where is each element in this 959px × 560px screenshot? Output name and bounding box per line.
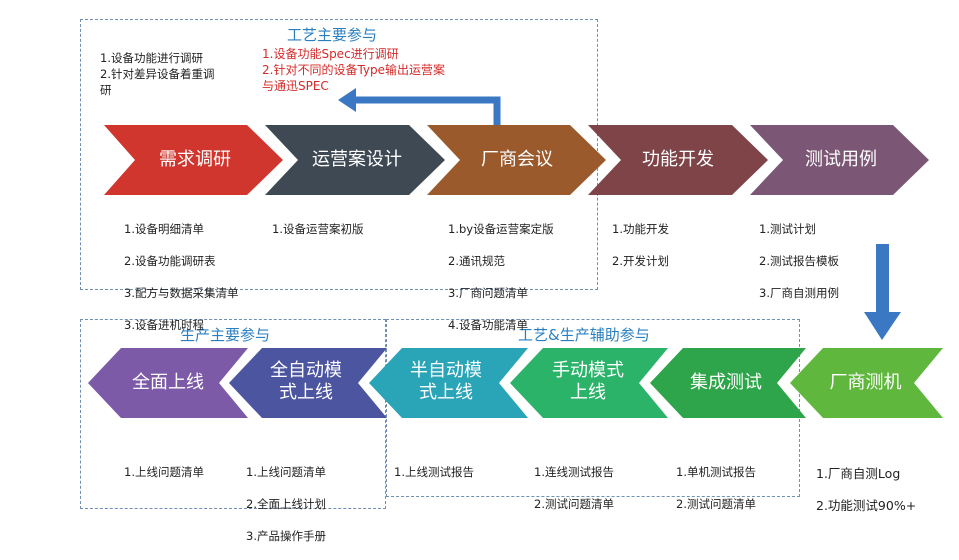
note-item: 1.厂商自测Log <box>816 466 901 481</box>
stage-chevron-vendor-meeting <box>427 125 606 195</box>
notes-manual-online: 1.连线测试报告 2.测试问题清单 <box>534 448 614 528</box>
note-item: 3.厂商自测用例 <box>759 286 839 300</box>
stage-chevron-operation <box>265 125 445 195</box>
feedback-arrow-head <box>338 88 356 112</box>
stage-label-vendor-meeting: 厂商会议 <box>481 149 553 170</box>
stage-chevron-test-case <box>750 125 929 195</box>
stage-chevron-demand <box>104 125 283 195</box>
stage-label-test-case: 测试用例 <box>805 149 877 170</box>
flow-diagram <box>88 88 943 418</box>
note-item: 1.by设备运营案定版 <box>448 222 554 236</box>
note-item: 1.连线测试报告 <box>534 465 614 479</box>
intro-note-1: 1.设备功能进行调研 <box>100 51 203 65</box>
note-item: 1.设备运营案初版 <box>272 222 364 236</box>
note-item: 2.全面上线计划 <box>246 497 326 511</box>
note-item: 3.设备进机时程 <box>124 318 204 332</box>
note-item: 3.厂商问题清单 <box>448 286 528 300</box>
stage-label-auto-online: 全自动模 式上线 <box>270 360 342 403</box>
notes-vendor-meeting: 1.by设备运营案定版 2.通讯规范 3.厂商问题清单 4.设备功能清单 <box>448 205 554 349</box>
red-note-1: 1.设备功能Spec进行调研 <box>262 47 399 61</box>
stage-label-vendor-test: 厂商测机 <box>829 372 902 393</box>
notes-demand: 1.设备明细清单 2.设备功能调研表 3.配方与数据采集清单 3.设备进机时程 <box>124 205 238 349</box>
stage-label-manual-online: 手动模式 上线 <box>552 360 624 403</box>
note-item: 1.功能开发 <box>612 222 669 236</box>
note-item: 1.上线问题清单 <box>124 465 204 479</box>
note-item: 4.设备功能清单 <box>448 318 528 332</box>
note-item: 2.通讯规范 <box>448 254 505 268</box>
assist-box <box>386 319 800 497</box>
note-item: 3.配方与数据采集清单 <box>124 286 239 300</box>
stage-label-integration-test: 集成测试 <box>690 372 762 393</box>
stage-chevron-vendor-test <box>790 348 943 418</box>
stage-label-semi-auto-online: 半自动模 式上线 <box>410 360 482 403</box>
assist-section-title: 工艺&生产辅助参与 <box>518 326 650 344</box>
stage-label-development: 功能开发 <box>642 149 714 170</box>
down-arrow-head <box>864 312 901 340</box>
note-item: 1.测试计划 <box>759 222 816 236</box>
note-item: 2.设备功能调研表 <box>124 254 216 268</box>
notes-integration-test: 1.单机测试报告 2.测试问题清单 <box>676 448 756 528</box>
intro-note-2: 2.针对差异设备着重调 研 <box>100 67 215 97</box>
production-section-title: 生产主要参与 <box>180 326 271 344</box>
notes-test-case: 1.测试计划 2.测试报告模板 3.厂商自测用例 <box>759 205 839 317</box>
note-item: 1.上线测试报告 <box>394 465 474 479</box>
stage-chevron-development <box>588 125 768 195</box>
stage-label-demand: 需求调研 <box>159 149 231 170</box>
note-item: 2.测试问题清单 <box>676 497 756 511</box>
note-item: 3.产品操作手册 <box>246 529 326 543</box>
notes-semi-auto-online: 1.上线测试报告 <box>394 448 474 496</box>
stage-label-operation: 运营案设计 <box>312 149 402 170</box>
notes-auto-online: 1.上线问题清单 2.全面上线计划 3.产品操作手册 <box>246 448 326 560</box>
red-note-2: 2.针对不同的设备Type输出运营案 与通迅SPEC <box>262 63 446 93</box>
stage-chevron-semi-auto-online <box>369 348 528 418</box>
stage-chevron-full-online <box>88 348 248 418</box>
notes-vendor-test: 1.厂商自测Log 2.功能测试90%+ <box>816 450 916 530</box>
notes-development: 1.功能开发 2.开发计划 <box>612 205 669 285</box>
note-item: 2.测试报告模板 <box>759 254 839 268</box>
notes-operation: 1.设备运营案初版 <box>272 205 363 253</box>
note-item: 2.功能测试90%+ <box>816 498 917 513</box>
note-item: 1.设备明细清单 <box>124 222 204 236</box>
feedback-arrow <box>352 96 501 125</box>
note-item: 1.单机测试报告 <box>676 465 756 479</box>
note-item: 2.开发计划 <box>612 254 669 268</box>
note-item: 2.测试问题清单 <box>534 497 614 511</box>
stage-label-full-online: 全面上线 <box>132 372 204 393</box>
stage-chevron-manual-online <box>510 348 668 418</box>
notes-full-online: 1.上线问题清单 <box>124 448 204 496</box>
top-section-title: 工艺主要参与 <box>287 26 378 44</box>
down-arrow-shaft <box>876 244 889 314</box>
note-item: 1.上线问题清单 <box>246 465 326 479</box>
stage-chevron-integration-test <box>650 348 806 418</box>
stage-chevron-auto-online <box>229 348 387 418</box>
